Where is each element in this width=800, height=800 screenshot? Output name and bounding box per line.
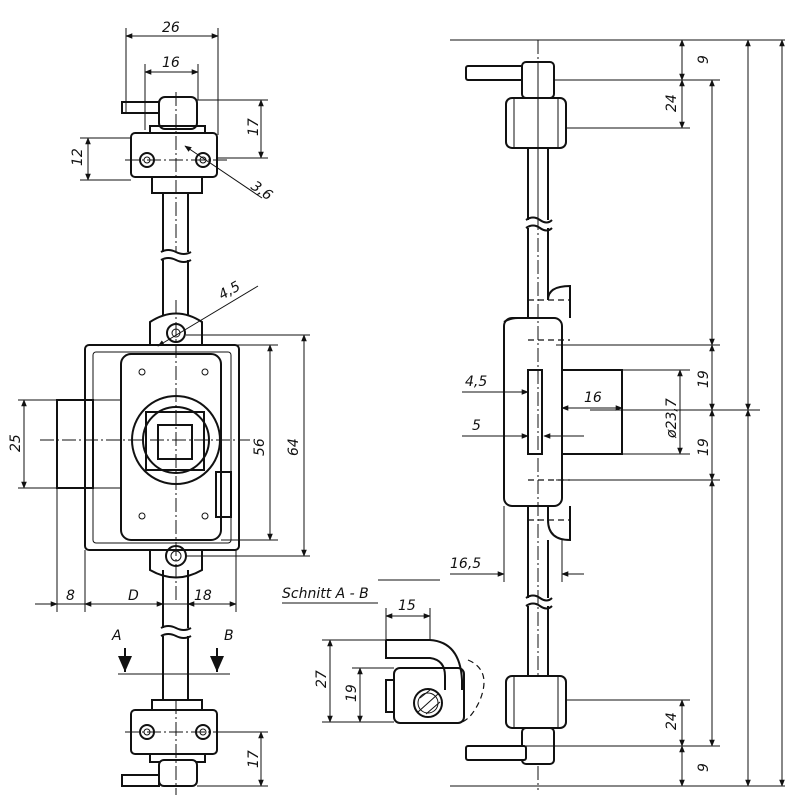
dim-26: 26 — [162, 20, 180, 36]
dim-27: 27 — [314, 670, 330, 688]
dim-4-5-front: 4,5 — [216, 278, 243, 303]
dim-16-side: 16 — [584, 390, 602, 406]
dim-64: 64 — [286, 438, 302, 456]
section-mark-a: A — [111, 628, 122, 644]
side-dimensions — [450, 39, 785, 787]
dim-19-section: 19 — [344, 684, 360, 702]
section-ab-view: Schnitt A - B 15 27 19 — [282, 579, 485, 724]
dim-9-top: 9 — [696, 55, 712, 64]
dim-17-bottom: 17 — [246, 750, 262, 768]
dim-19-lower: 19 — [696, 438, 712, 456]
dim-8: 8 — [66, 588, 75, 604]
dim-19-upper: 19 — [696, 370, 712, 388]
dim-12: 12 — [70, 148, 86, 166]
dim-24-top: 24 — [664, 94, 680, 112]
dim-dia-23-7: ø23,7 — [664, 398, 680, 439]
dim-18: 18 — [194, 588, 212, 604]
dim-4-5-side: 4,5 — [465, 374, 487, 390]
top-bolt-head — [121, 92, 228, 252]
bottom-bolt-head — [121, 699, 228, 795]
front-dimensions — [18, 28, 310, 787]
dim-56: 56 — [252, 438, 268, 456]
side-view: 9 24 19 19 ø23,7 4,5 16 5 16,5 24 9 — [450, 39, 785, 790]
dim-5: 5 — [472, 418, 481, 434]
dim-9-bottom: 9 — [696, 763, 712, 772]
dim-15: 15 — [398, 598, 416, 614]
dim-16-5: 16,5 — [450, 556, 481, 572]
section-title: Schnitt A - B — [282, 586, 369, 602]
front-view: A B — [8, 20, 310, 795]
dim-d: D — [128, 588, 139, 604]
dim-3-6: 3,6 — [248, 178, 275, 204]
bottom-rod — [162, 570, 189, 628]
dim-25: 25 — [8, 434, 24, 452]
dim-17-top: 17 — [246, 118, 262, 136]
section-mark-b: B — [224, 628, 234, 644]
dim-16: 16 — [162, 55, 180, 71]
lock-case — [40, 300, 250, 600]
dim-24-bottom: 24 — [664, 712, 680, 730]
top-rod — [162, 193, 189, 252]
